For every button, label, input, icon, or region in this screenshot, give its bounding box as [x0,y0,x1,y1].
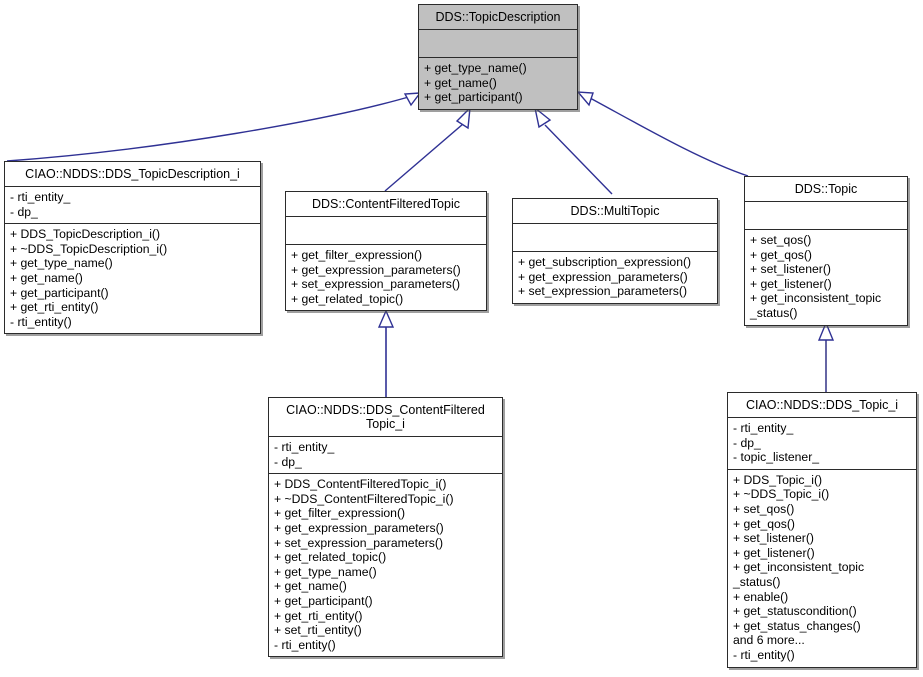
class-operation: + DDS_TopicDescription_i() [10,227,161,242]
class-operations-ciao-dds-contentfilteredtopic-i: + DDS_ContentFilteredTopic_i() + ~DDS_Co… [269,474,502,656]
class-operation: + DDS_ContentFilteredTopic_i() [274,477,447,492]
class-operation: _status() [750,305,798,320]
edge-multitopic-to-topicdescription [533,106,613,195]
class-operation: + get_participant() [424,90,523,105]
class-operation: + get_rti_entity() [10,300,99,315]
class-operation: - rti_entity() [10,314,72,329]
class-title-dds-contentfilteredtopic: DDS::ContentFilteredTopic [286,192,486,217]
class-operation: + get_participant() [10,285,109,300]
class-attributes-ciao-dds-contentfilteredtopic-i: - rti_entity_ - dp_ [269,437,502,475]
class-operation: + set_listener() [733,531,814,546]
class-operation: + get_listener() [750,276,832,291]
class-title-ciao-dds-topic-i: CIAO::NDDS::DDS_Topic_i [728,393,916,418]
class-attribute: - rti_entity_ [274,440,335,454]
class-operation: and 6 more... [733,633,805,648]
class-operation: + get_filter_expression() [274,506,406,521]
class-operation: + get_qos() [733,516,795,531]
class-node-dds-multitopic[interactable]: DDS::MultiTopic + get_subscription_expre… [512,198,718,304]
class-operation: + set_expression_parameters() [518,284,688,299]
class-node-dds-topic[interactable]: DDS::Topic + set_qos() + get_qos() + set… [744,176,908,326]
class-operation: + get_qos() [750,247,812,262]
class-title-ciao-dds-contentfilteredtopic-i: CIAO::NDDS::DDS_ContentFiltered Topic_i [269,398,502,437]
class-operation: + set_listener() [750,262,831,277]
class-operation: + get_rti_entity() [274,608,363,623]
class-operation: + ~DDS_TopicDescription_i() [10,241,168,256]
class-operation: + get_related_topic() [274,550,387,565]
class-node-ciao-dds-topicdescription-i[interactable]: CIAO::NDDS::DDS_TopicDescription_i - rti… [4,161,261,335]
class-attribute: - topic_listener_ [733,450,820,465]
class-operation: + get_name() [424,75,497,90]
class-attribute: - rti_entity_ [733,421,794,435]
class-attributes-dds-contentfilteredtopic [286,217,486,245]
class-operations-ciao-dds-topicdescription-i: + DDS_TopicDescription_i() + ~DDS_TopicD… [5,224,260,333]
edge-ciao-topicdescription-to-topicdescription [6,92,422,162]
class-operation: + get_expression_parameters() [291,262,461,277]
class-attributes-ciao-dds-topic-i: - rti_entity_ - dp_ - topic_listener_ [728,418,916,470]
class-operation: + set_rti_entity() [274,623,362,638]
class-title-dds-multitopic: DDS::MultiTopic [513,199,717,224]
class-operation: + get_name() [10,270,83,285]
class-operation: + DDS_Topic_i() [733,472,823,487]
class-title-ciao-dds-topicdescription-i: CIAO::NDDS::DDS_TopicDescription_i [5,162,260,187]
edge-contentfilteredtopic-to-topicdescription [384,106,471,192]
class-operation: + ~DDS_Topic_i() [733,487,830,502]
class-operation: _status() [733,574,781,589]
class-attribute: - rti_entity_ [10,190,71,204]
class-operation: + get_filter_expression() [291,248,423,262]
edge-topic-to-topicdescription [576,91,749,177]
class-node-dds-contentfilteredtopic[interactable]: DDS::ContentFilteredTopic + get_filter_e… [285,191,487,312]
class-operation: - rti_entity() [274,637,336,652]
class-operation: + ~DDS_ContentFilteredTopic_i() [274,491,454,506]
class-operation: + get_type_name() [10,256,113,271]
class-attribute: - dp_ [10,204,38,219]
class-attributes-ciao-dds-topicdescription-i: - rti_entity_ - dp_ [5,187,260,225]
class-operations-dds-topicdescription: + get_type_name() + get_name() + get_par… [419,58,577,109]
class-operation: + get_inconsistent_topic [733,560,865,575]
class-operation: + get_listener() [733,545,815,560]
class-operation: + set_qos() [733,501,795,516]
class-attributes-dds-topicdescription [419,30,577,58]
class-operation: + set_expression_parameters() [291,277,461,292]
class-operation: + get_participant() [274,593,373,608]
class-attribute: - dp_ [733,435,761,450]
class-operation: + get_expression_parameters() [274,520,444,535]
class-operation: + get_type_name() [424,61,527,75]
class-operations-ciao-dds-topic-i: + DDS_Topic_i() + ~DDS_Topic_i() + set_q… [728,470,916,667]
class-attribute: - dp_ [274,454,302,469]
class-operations-dds-contentfilteredtopic: + get_filter_expression() + get_expressi… [286,245,486,310]
class-operation: - rti_entity() [733,647,795,662]
class-operation: + get_subscription_expression() [518,255,692,269]
class-operation: + get_status_changes() [733,618,861,633]
class-node-ciao-dds-contentfilteredtopic-i[interactable]: CIAO::NDDS::DDS_ContentFiltered Topic_i … [268,397,503,658]
class-attributes-dds-multitopic [513,224,717,252]
class-attributes-dds-topic [745,202,907,230]
class-operation: + get_name() [274,579,347,594]
class-node-ciao-dds-topic-i[interactable]: CIAO::NDDS::DDS_Topic_i - rti_entity_ - … [727,392,917,668]
class-operation: + get_type_name() [274,564,377,579]
class-node-dds-topicdescription[interactable]: DDS::TopicDescription + get_type_name() … [418,4,578,110]
class-operation: + set_expression_parameters() [274,535,444,550]
class-operation: + get_related_topic() [291,291,404,306]
class-operation: + enable() [733,589,789,604]
class-title-dds-topic: DDS::Topic [745,177,907,202]
class-title-dds-topicdescription: DDS::TopicDescription [419,5,577,30]
edge-ciao-contentfilteredtopic-to-contentfilteredtopic [377,309,395,397]
class-operations-dds-topic: + set_qos() + get_qos() + set_listener()… [745,230,907,325]
class-operation: + set_qos() [750,233,812,247]
class-operation: + get_inconsistent_topic [750,291,882,306]
class-operation: + get_expression_parameters() [518,269,688,284]
class-operation: + get_statuscondition() [733,604,857,619]
class-operations-dds-multitopic: + get_subscription_expression() + get_ex… [513,252,717,303]
edge-ciao-topic-to-topic [817,321,835,392]
